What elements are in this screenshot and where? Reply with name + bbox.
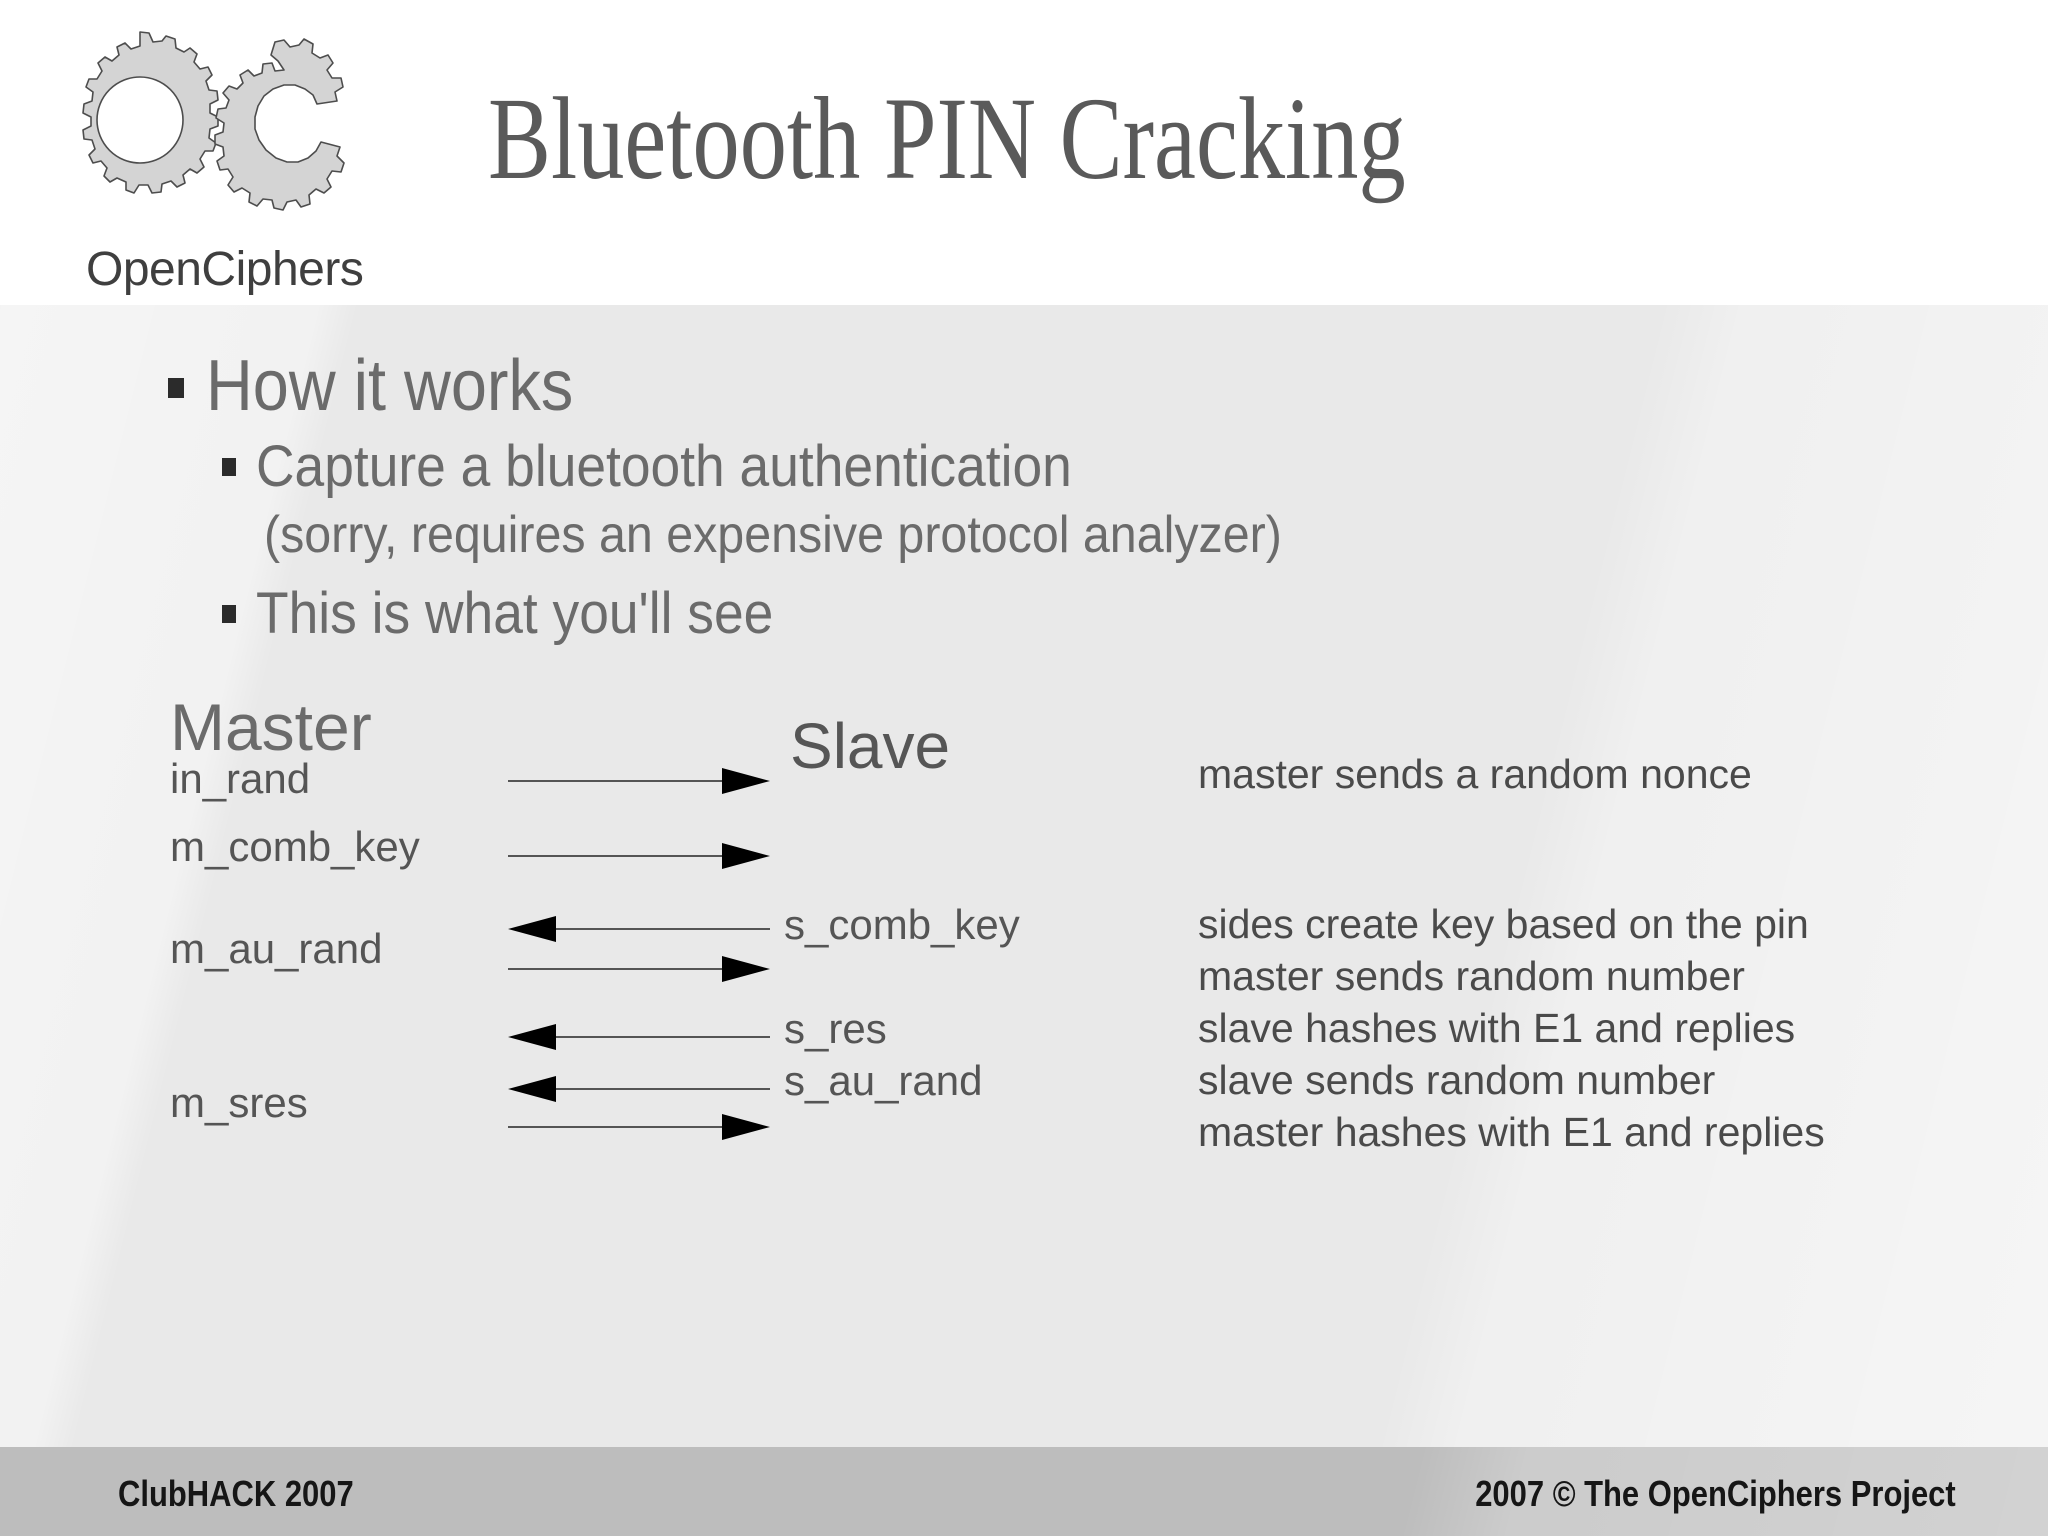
page-title: Bluetooth PIN Cracking (488, 73, 1406, 204)
message-arrow-right-in-rand (508, 765, 770, 797)
slide-body: How it works Capture a bluetooth authent… (0, 305, 2048, 1447)
message-arrow-left-s-au-rand (508, 1073, 770, 1105)
message-description-2: sides create key based on the pin (1198, 901, 1809, 947)
openciphers-logo: OpenCiphers (36, 20, 364, 296)
message-description-5: slave sends random number (1198, 1057, 1716, 1103)
diagram-heading-slave: Slave (790, 710, 951, 782)
message-arrow-right-m-sres (508, 1111, 770, 1143)
footer-event-name: ClubHACK 2007 (118, 1473, 354, 1514)
message-arrow-right-m-au-rand (508, 953, 770, 985)
message-left-label-in-rand: in_rand (170, 755, 311, 802)
message-left-label-m-comb-key: m_comb_key (170, 823, 420, 870)
message-mid-label-s-comb-key: s_comb_key (784, 901, 1020, 948)
logo-wordmark: OpenCiphers (86, 243, 364, 296)
message-arrow-left-s-comb-key (508, 913, 770, 945)
message-description-6: master hashes with E1 and replies (1198, 1109, 1825, 1155)
message-mid-label-s-au-rand: s_au_rand (784, 1057, 983, 1104)
message-description-3: master sends random number (1198, 953, 1745, 999)
bluetooth-auth-sequence-diagram: Master Slave in_rand master sends a rand… (0, 305, 2048, 1447)
message-description-0: master sends a random nonce (1198, 751, 1752, 797)
message-arrow-right-m-comb-key (508, 840, 770, 872)
footer-copyright: 2007 © The OpenCiphers Project (1475, 1473, 1956, 1514)
message-left-label-m-sres: m_sres (170, 1079, 308, 1126)
slide-footer: ClubHACK 2007 2007 © The OpenCiphers Pro… (0, 1447, 2048, 1536)
message-left-label-m-au-rand: m_au_rand (170, 925, 383, 972)
message-arrow-left-s-res (508, 1021, 770, 1053)
message-description-4: slave hashes with E1 and replies (1198, 1005, 1796, 1051)
two-gears-logo-icon (44, 20, 356, 220)
message-mid-label-s-res: s_res (784, 1005, 887, 1052)
diagram-heading-master: Master (170, 690, 372, 764)
slide-header: OpenCiphers Bluetooth PIN Cracking (0, 0, 2048, 305)
